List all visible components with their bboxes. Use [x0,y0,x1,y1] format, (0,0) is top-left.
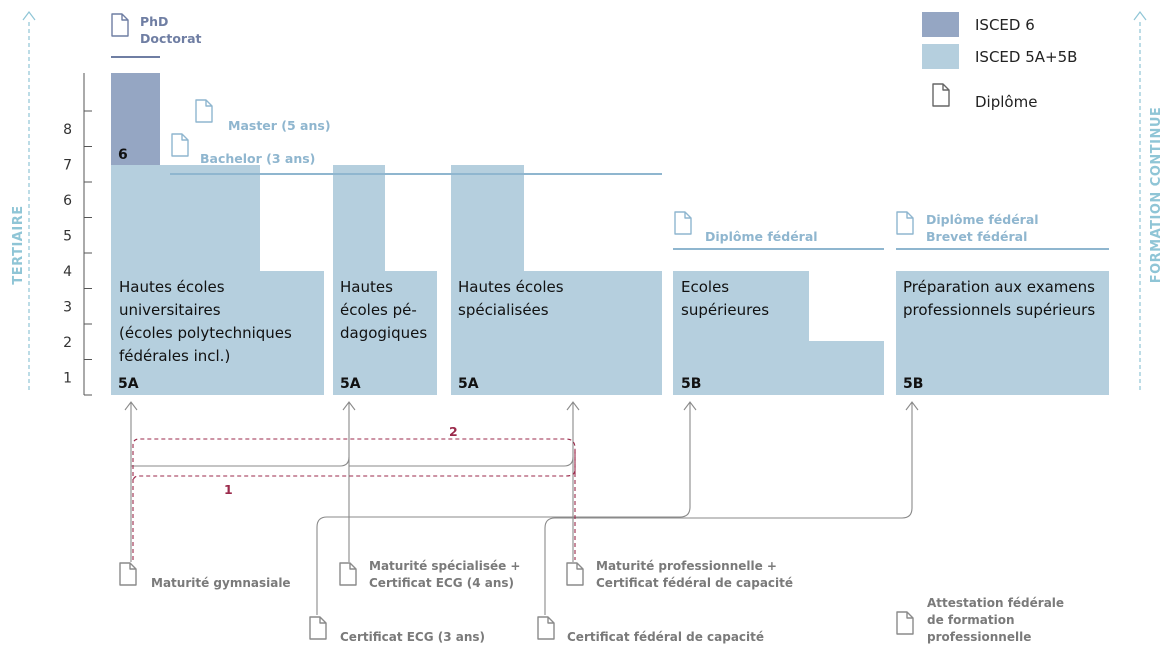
inst-4-line-0: Préparation aux examens [903,278,1095,296]
phd-label-1: PhD [140,14,168,29]
inst-0-line-1: universitaires [119,301,221,319]
axis-tick-label: 6 [63,193,72,209]
legend-isced6: ISCED 6 [975,16,1035,34]
attestation-label-1: Attestation fédérale [927,596,1064,610]
maturite-specialisee-label-1: Maturité spécialisée + [369,559,520,573]
cfc-label: Certificat fédéral de capacité [567,630,764,644]
inst-3-code: 5B [681,376,701,392]
axis-tick-label: 3 [63,299,72,315]
inst-0-code: 5A [118,376,139,392]
master-diploma-icon [195,99,213,123]
legend-diploma-icon [932,83,950,107]
bachelor-diploma-icon [171,133,189,157]
inst-1-line-0: Hautes [340,278,393,296]
top-diplomas: PhD Doctorat Master (5 ans) Bachelor (3 … [111,13,1109,250]
right-side-axis: FORMATION CONTINUE [1133,11,1163,392]
route-2-label: 2 [449,424,458,439]
inst-3-line-0: Ecoles [681,278,729,296]
attestation-label-2: de formation [927,613,1015,627]
institution-labels: Hautes écoles universitaires (écoles pol… [118,278,1095,392]
side-label-left: TERTIAIRE [11,205,26,284]
route-1-label: 1 [224,482,233,497]
federal-es-label: Diplôme fédéral [705,229,818,244]
federal-diploma-es-icon [674,211,692,235]
federal-exam-label-2: Brevet fédéral [926,229,1027,244]
dashed-routes [132,438,576,560]
maturite-pro-label-2: Certificat fédéral de capacité [596,576,793,590]
maturite-gymnasiale-icon [119,562,137,586]
master-label: Master (5 ans) [228,118,331,133]
block-es [673,271,884,395]
blocks: 6 [111,73,1109,395]
block-universities [111,165,324,395]
maturite-pro-label-1: Maturité professionnelle + [596,559,777,573]
legend-swatch-isced6 [922,12,959,37]
left-side-axis: TERTIAIRE [11,11,36,392]
bachelor-label: Bachelor (3 ans) [200,151,315,166]
phd-code: 6 [118,147,128,163]
axis-tick-label: 1 [63,370,72,386]
entry-diplomas: Maturité gymnasiale Maturité spécialisée… [119,559,1064,644]
federal-exam-label-1: Diplôme fédéral [926,212,1039,227]
inst-2-code: 5A [458,376,479,392]
legend-swatch-isced5 [922,44,959,69]
maturite-gymnasiale-label: Maturité gymnasiale [151,576,291,590]
inst-1-line-1: écoles pé- [340,301,417,319]
maturite-specialisee-icon [339,562,357,586]
inst-0-line-2: (écoles polytechniques [119,324,292,342]
inst-4-line-1: professionnels supérieurs [903,301,1095,319]
legend: ISCED 6 ISCED 5A+5B Diplôme [922,12,1077,111]
phd-block [111,73,160,165]
axis-tick-label: 8 [63,122,72,138]
legend-isced5: ISCED 5A+5B [975,48,1077,66]
inst-0-line-0: Hautes écoles [119,278,225,296]
block-hes [451,165,662,395]
connectors [124,401,919,615]
axis-tick-label: 7 [63,157,72,173]
federal-diploma-exam-icon [896,211,914,235]
certificat-ecg3-label: Certificat ECG (3 ans) [340,630,485,644]
inst-2-line-1: spécialisées [458,301,549,319]
legend-diploma: Diplôme [975,93,1037,111]
maturite-pro-icon [566,562,584,586]
attestation-label-3: professionnelle [927,630,1031,644]
inst-1-code: 5A [340,376,361,392]
inst-0-line-3: fédérales incl.) [119,347,230,365]
axis-tick-label: 5 [63,228,72,244]
inst-2-line-0: Hautes écoles [458,278,564,296]
inst-4-code: 5B [903,376,923,392]
years-axis: 1 2 3 4 5 6 7 8 [63,73,92,396]
side-label-right: FORMATION CONTINUE [1149,107,1163,284]
inst-3-line-1: supérieures [681,301,769,319]
cfc-icon [537,616,555,640]
certificat-ecg3-icon [309,616,327,640]
inst-1-line-2: dagogiques [340,324,427,342]
axis-tick-label: 2 [63,335,72,351]
phd-diploma-icon [111,13,129,37]
block-ped [333,165,437,395]
attestation-icon [896,611,914,635]
phd-label-2: Doctorat [140,31,202,46]
block-exam [896,271,1109,395]
axis-tick-label: 4 [63,264,72,280]
maturite-specialisee-label-2: Certificat ECG (4 ans) [369,576,514,590]
